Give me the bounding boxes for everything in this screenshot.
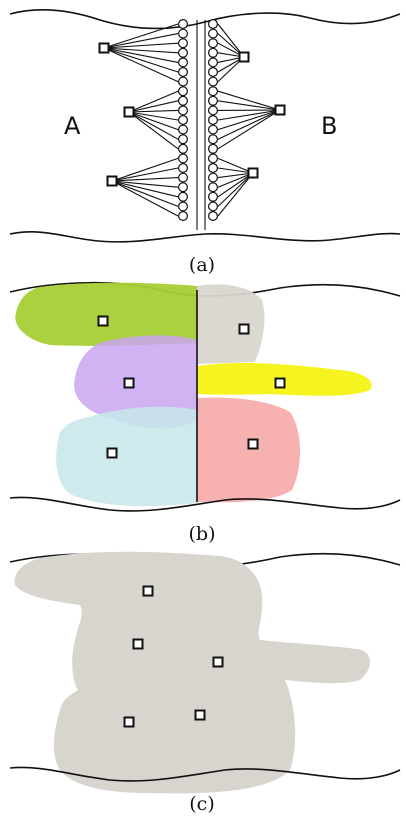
node-column-right [209, 20, 218, 221]
fan-line [218, 110, 280, 139]
node-circle [179, 116, 188, 125]
node-column-left [179, 20, 188, 221]
node-circle [179, 125, 188, 134]
node-circle [209, 48, 218, 57]
node-circle [179, 96, 188, 105]
caption-a: (a) [189, 254, 215, 276]
hub-square [240, 53, 249, 62]
hub-square [240, 325, 249, 334]
node-circle [179, 20, 188, 29]
node-circle [209, 135, 218, 144]
node-circle [209, 87, 218, 96]
fan-line [218, 110, 280, 130]
panel-c: (c) [10, 552, 400, 815]
fan-line [104, 48, 178, 82]
node-circle [209, 58, 218, 67]
fan-line [129, 112, 178, 149]
hub-square [196, 711, 205, 720]
node-circle [209, 116, 218, 125]
node-circle [179, 183, 188, 192]
node-circle [209, 125, 218, 134]
node-circle [209, 154, 218, 163]
caption-b: (b) [189, 523, 216, 545]
node-circle [209, 183, 218, 192]
node-circle [179, 77, 188, 86]
node-circle [179, 68, 188, 77]
node-circle [179, 135, 188, 144]
fan-line [129, 91, 178, 112]
node-circle [179, 173, 188, 182]
hub-square [134, 640, 143, 649]
node-circle [179, 202, 188, 211]
hub-square [249, 440, 258, 449]
hub-square [249, 169, 258, 178]
hub-square [276, 379, 285, 388]
hub-square [99, 317, 108, 326]
node-circle [209, 39, 218, 48]
node-circle [209, 20, 218, 29]
side-label-b: B [321, 112, 337, 140]
node-circle [209, 212, 218, 221]
hub-nodes-a [100, 44, 285, 186]
node-circle [209, 68, 218, 77]
node-circle [209, 192, 218, 201]
node-circle [209, 202, 218, 211]
merged-region [15, 552, 370, 794]
fan-line [218, 173, 253, 216]
fan-line [218, 110, 280, 149]
region-gray [197, 284, 264, 364]
hub-square [100, 44, 109, 53]
node-circle [179, 39, 188, 48]
side-label-a: A [64, 112, 81, 140]
node-circle [209, 106, 218, 115]
node-circle [209, 77, 218, 86]
node-circle [209, 164, 218, 173]
node-circle [209, 144, 218, 153]
panel-a: A B (a) [10, 10, 400, 276]
hub-square [144, 587, 153, 596]
fan-line [218, 110, 280, 120]
hub-square [276, 106, 285, 115]
region-pink [197, 398, 300, 503]
fan-line [218, 101, 280, 110]
node-circle [209, 29, 218, 38]
panel-b: (b) [10, 283, 400, 545]
node-circle [179, 144, 188, 153]
connection-lines [104, 24, 280, 216]
node-circle [179, 48, 188, 57]
hub-square [125, 379, 134, 388]
node-circle [179, 212, 188, 221]
node-circle [179, 87, 188, 96]
hub-square [125, 108, 134, 117]
hub-square [108, 177, 117, 186]
fan-line [112, 181, 178, 206]
caption-c: (c) [189, 793, 214, 815]
node-circle [179, 164, 188, 173]
fan-line [129, 112, 178, 130]
node-circle [179, 106, 188, 115]
node-circle [179, 154, 188, 163]
fan-line [218, 91, 280, 110]
fan-line [112, 181, 178, 197]
node-circle [209, 173, 218, 182]
node-circle [179, 192, 188, 201]
node-circle [179, 29, 188, 38]
panel-a-bottom-edge [10, 232, 400, 242]
node-circle [179, 58, 188, 67]
region-blue [56, 407, 197, 506]
hub-square [108, 449, 117, 458]
node-circle [209, 96, 218, 105]
hub-square [214, 658, 223, 667]
hub-square [125, 718, 134, 727]
